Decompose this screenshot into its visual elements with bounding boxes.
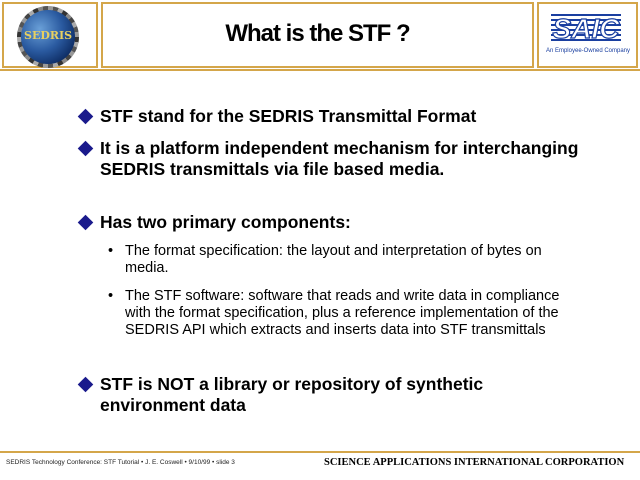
globe-icon — [21, 10, 75, 64]
saic-caption: An Employee-Owned Company — [545, 48, 631, 54]
sedris-logo: SEDRIS — [2, 2, 98, 68]
saic-logo-icon: SAIC — [551, 12, 621, 45]
slide-title: What is the STF ? — [225, 20, 410, 47]
diamond-bullet-icon — [77, 376, 94, 393]
bullet-text: It is a platform independent mechanism f… — [100, 138, 579, 179]
bullet-text: STF stand for the SEDRIS Transmittal For… — [100, 106, 477, 126]
footer-credit: SEDRIS Technology Conference: STF Tutori… — [6, 459, 235, 466]
bullet-text: Has two primary components: — [100, 212, 351, 232]
dot-bullet-icon: • — [108, 243, 114, 259]
diamond-bullet-icon — [77, 140, 94, 157]
diamond-bullet-icon — [77, 108, 94, 125]
header-divider — [0, 69, 640, 71]
bullet-text: STF is NOT a library or repository of sy… — [100, 374, 484, 415]
svg-text:SAIC: SAIC — [553, 13, 621, 44]
sub-bullet-text: The format specification: the layout and… — [125, 243, 542, 276]
sedris-logo-text: SEDRIS — [24, 29, 73, 42]
footer-company: SCIENCE APPLICATIONS INTERNATIONAL CORPO… — [324, 457, 625, 468]
saic-logo: SAIC An Employee-Owned Company — [537, 2, 638, 68]
diamond-bullet-icon — [77, 214, 94, 231]
footer-divider — [0, 451, 640, 453]
slide-header: SEDRIS What is the STF ? SAIC An Employe… — [0, 0, 640, 70]
title-box: What is the STF ? — [101, 2, 534, 68]
sub-bullet-text: The STF software: software that reads an… — [125, 288, 560, 338]
dot-bullet-icon: • — [108, 288, 114, 304]
